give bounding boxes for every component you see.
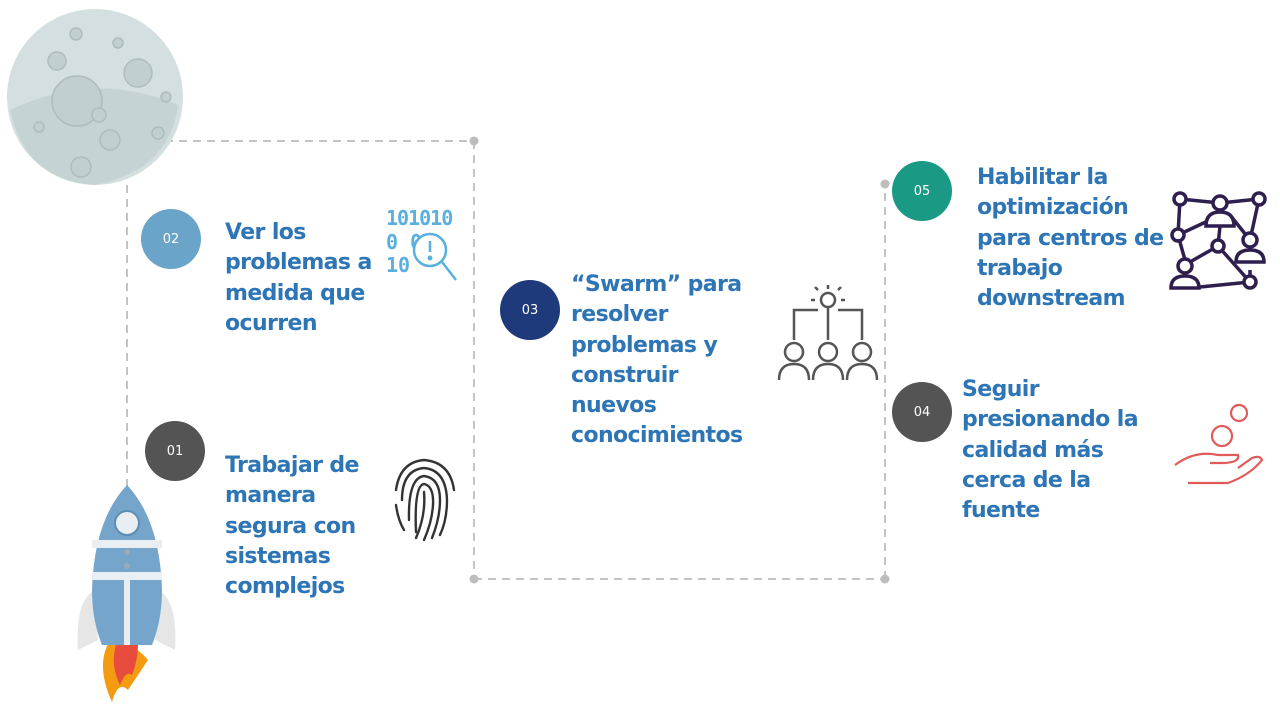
svg-text:101010: 101010	[386, 206, 452, 230]
step-badge-01: 01	[145, 421, 205, 481]
network-people-icon	[1169, 191, 1267, 290]
fingerprint-icon	[394, 458, 456, 542]
team-idea-icon	[777, 285, 879, 381]
svg-text:10: 10	[386, 253, 410, 277]
step-badge-04: 04	[892, 382, 952, 442]
hand-coins-icon	[1174, 403, 1264, 485]
step-04-text: Seguir presionando la calidad más cerca …	[962, 377, 1139, 524]
moon-icon	[7, 9, 183, 185]
rocket-icon	[77, 485, 176, 702]
path-dots	[469, 136, 890, 584]
binary-search-icon: 101010 0 0 10	[386, 206, 457, 281]
step-badge-05: 05	[892, 161, 952, 221]
step-02-text: Ver los problemas a medida que ocurren	[225, 220, 372, 336]
step-badge-02: 02	[141, 209, 201, 269]
step-03-text: “Swarm” para resolver problemas y constr…	[571, 272, 743, 449]
step-badge-03: 03	[500, 280, 560, 340]
step-01-text: Trabajar de manera segura con sistemas c…	[225, 453, 359, 600]
dashed-path	[126, 140, 886, 580]
step-05-text: Habilitar la optimización para centros d…	[977, 165, 1164, 312]
